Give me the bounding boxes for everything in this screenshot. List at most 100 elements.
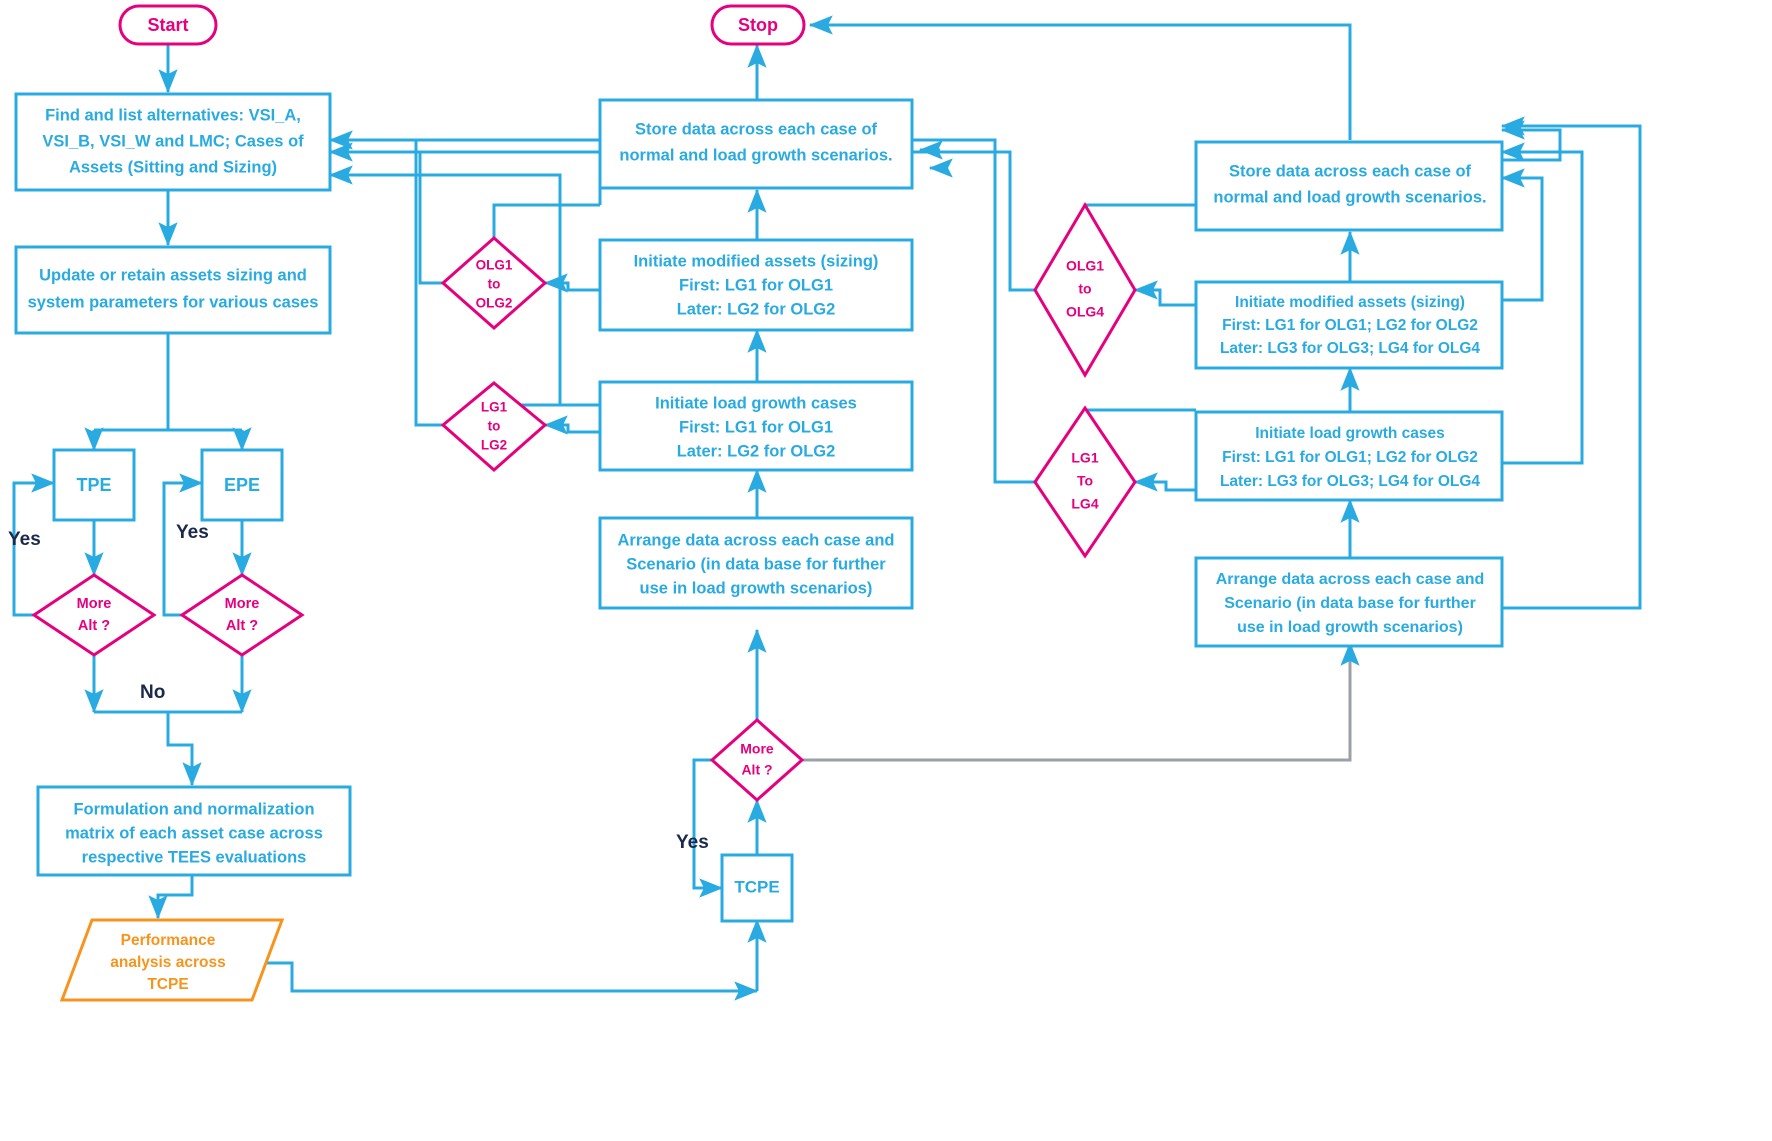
node-tcpe[interactable]: TCPE (720, 853, 794, 923)
tcpe-label: TCPE (734, 877, 779, 896)
node-store-data-center[interactable]: Store data across each case of normal an… (598, 98, 914, 190)
decision-olg1-to-olg2[interactable]: OLG1 to OLG2 (440, 235, 548, 331)
performance-line-2: analysis across (110, 954, 225, 971)
store-right-line-1: Store data across each case of (1229, 162, 1472, 180)
edge-rail-arrange-right (1500, 116, 1642, 610)
lg-center-line-3: LG2 (481, 438, 507, 453)
edge-center-trunk-1 (328, 165, 562, 205)
performance-line-1: Performance (121, 932, 216, 949)
find-list-line-3: Assets (Sitting and Sizing) (69, 158, 277, 176)
find-list-line-2: VSI_B, VSI_W and LMC; Cases of (42, 132, 304, 150)
node-store-data-right[interactable]: Store data across each case of normal an… (1194, 140, 1504, 232)
edge-no-to-formulation (166, 712, 202, 787)
lg-center-line-2: to (488, 419, 501, 434)
modified-right-line-3: Later: LG3 for OLG3; LG4 for OLG4 (1220, 340, 1480, 357)
node-initiate-load-growth-center[interactable]: Initiate load growth cases First: LG1 fo… (598, 380, 914, 472)
olg-right-line-2: to (1078, 281, 1091, 297)
stop-label: Stop (738, 15, 778, 35)
loadgrowth-right-line-3: Later: LG3 for OLG3; LG4 for OLG4 (1220, 473, 1480, 490)
lg-right-line-2: To (1077, 473, 1093, 489)
epe-label: EPE (224, 475, 260, 495)
edge-modified-center-to-olgdiamond (543, 273, 600, 293)
label-yes-epe: Yes (176, 522, 209, 543)
morealt-center-line-1: More (740, 741, 774, 757)
olg-right-line-3: OLG4 (1066, 304, 1104, 320)
node-tpe[interactable]: TPE (52, 448, 136, 522)
find-list-line-1: Find and list alternatives: VSI_A, (45, 106, 301, 124)
arrange-right-line-3: use in load growth scenarios) (1237, 619, 1463, 636)
morealt-center-line-2: Alt ? (741, 762, 772, 778)
edge-rail-store-right-1 (1500, 120, 1562, 162)
lg-center-line-1: LG1 (481, 400, 508, 415)
lg-right-line-3: LG4 (1071, 496, 1098, 512)
loadgrowth-center-line-1: Initiate load growth cases (655, 394, 857, 412)
loadgrowth-center-line-2: First: LG1 for OLG1 (679, 418, 833, 436)
loadgrowth-right-line-2: First: LG1 for OLG1; LG2 for OLG2 (1222, 449, 1478, 466)
modified-center-line-3: Later: LG2 for OLG2 (677, 300, 836, 318)
loadgrowth-right-line-1: Initiate load growth cases (1255, 425, 1445, 442)
olg-center-line-2: to (488, 277, 501, 292)
tpe-label: TPE (76, 475, 111, 495)
edge-morealt-no-right (802, 641, 1360, 762)
node-arrange-data-right[interactable]: Arrange data across each case and Scenar… (1194, 556, 1504, 648)
arrange-center-line-1: Arrange data across each case and (618, 531, 895, 549)
decision-lg1-to-lg2[interactable]: LG1 to LG2 (440, 381, 548, 473)
decision-tpe-more-alt[interactable]: More Alt ? (31, 573, 157, 657)
formulation-line-2: matrix of each asset case across (65, 824, 323, 842)
node-update-retain[interactable]: Update or retain assets sizing and syste… (14, 245, 332, 335)
edge-epe-yes-loop (162, 473, 204, 617)
edge-rightmodified-to-olgdiamond (1133, 280, 1196, 307)
decision-epe-line-2: Alt ? (226, 618, 258, 634)
edge-rail-loadgrowth-right (1500, 142, 1584, 465)
edge-rightolgdiamond-up (1083, 203, 1196, 228)
node-arrange-data-center[interactable]: Arrange data across each case and Scenar… (598, 516, 914, 610)
modified-center-line-1: Initiate modified assets (sizing) (634, 252, 879, 270)
olg-center-line-1: OLG1 (476, 258, 513, 273)
edge-formulation-to-performance (148, 875, 194, 920)
node-performance-analysis[interactable]: Performance analysis across TCPE (59, 918, 285, 1002)
modified-right-line-2: First: LG1 for OLG1; LG2 for OLG2 (1222, 317, 1478, 334)
edge-olgdiamond-up (492, 203, 600, 238)
modified-right-line-1: Initiate modified assets (sizing) (1235, 294, 1465, 311)
decision-lg1-to-lg4[interactable]: LG1 To LG4 (1033, 405, 1137, 559)
start-label: Start (147, 15, 188, 35)
node-find-list[interactable]: Find and list alternatives: VSI_A, VSI_B… (14, 92, 332, 192)
arrange-center-line-3: use in load growth scenarios) (640, 579, 873, 597)
label-no: No (140, 682, 165, 703)
edge-olgdiamond-left (328, 142, 444, 285)
node-initiate-modified-right[interactable]: Initiate modified assets (sizing) First:… (1194, 280, 1504, 370)
arrange-right-line-2: Scenario (in data base for further (1224, 595, 1476, 612)
decision-epe-line-1: More (225, 596, 260, 612)
decision-epe-more-alt[interactable]: More Alt ? (179, 573, 305, 657)
edge-rightloadgrowth-to-lgdiamond (1133, 472, 1196, 492)
edge-loadgrowth-center-to-lgdiamond (543, 415, 600, 435)
performance-line-3: TCPE (147, 976, 188, 993)
olg-center-line-3: OLG2 (476, 296, 513, 311)
formulation-line-1: Formulation and normalization (73, 800, 314, 818)
modified-center-line-2: First: LG1 for OLG1 (679, 276, 833, 294)
update-retain-line-2: system parameters for various cases (28, 293, 319, 311)
node-epe[interactable]: EPE (200, 448, 284, 522)
edge-rail-modified-right (1500, 168, 1544, 302)
store-center-line-2: normal and load growth scenarios. (619, 146, 892, 164)
edge-rightstore-to-stop (808, 15, 1352, 140)
decision-more-alt-center[interactable]: More Alt ? (709, 717, 805, 803)
label-yes-tpe: Yes (8, 529, 41, 550)
loadgrowth-center-line-3: Later: LG2 for OLG2 (677, 442, 836, 460)
edge-tpe-yes-loop (12, 473, 56, 617)
decision-tpe-line-2: Alt ? (78, 618, 110, 634)
arrange-center-line-2: Scenario (in data base for further (626, 555, 886, 573)
node-stop[interactable]: Stop (710, 4, 806, 46)
node-initiate-load-growth-right[interactable]: Initiate load growth cases First: LG1 fo… (1194, 410, 1504, 502)
edge-morealt-center-yes (692, 758, 724, 898)
decision-olg1-to-olg4[interactable]: OLG1 to OLG4 (1033, 202, 1137, 378)
node-initiate-modified-center[interactable]: Initiate modified assets (sizing) First:… (598, 238, 914, 332)
formulation-line-3: respective TEES evaluations (82, 848, 307, 866)
store-right-line-2: normal and load growth scenarios. (1213, 188, 1486, 206)
node-start[interactable]: Start (118, 4, 218, 46)
edge-performance-to-tcpe (262, 961, 759, 1001)
decision-tpe-line-1: More (77, 596, 112, 612)
node-formulation[interactable]: Formulation and normalization matrix of … (36, 785, 352, 877)
